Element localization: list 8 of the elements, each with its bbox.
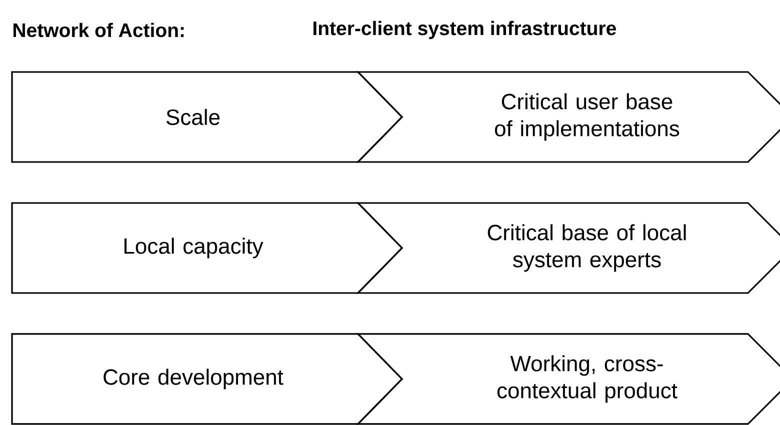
arrow-box: Scale xyxy=(11,71,404,163)
arrow-box: Core development xyxy=(11,333,404,425)
column-heading: Inter-client system infrastructure xyxy=(314,20,616,40)
column-heading: Network of Action: xyxy=(14,22,184,38)
chevron-box: Working, cross-contextual product xyxy=(356,333,780,425)
chevron-box: Critical user base of implementations xyxy=(356,71,780,163)
arrow-box: Local capacity xyxy=(11,202,404,294)
chevron-box: Critical base of local system experts xyxy=(356,202,780,294)
